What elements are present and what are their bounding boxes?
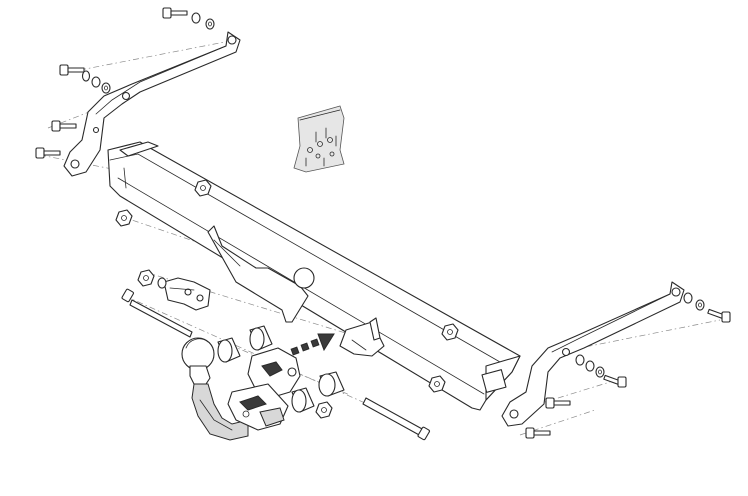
electrical-socket [227, 347, 301, 431]
bolt [545, 397, 571, 409]
socket-bracket [163, 277, 211, 311]
assembly-axis-lines [39, 39, 721, 436]
nut [137, 269, 155, 287]
right-bracket [501, 281, 685, 427]
bolt [59, 64, 85, 76]
socket-bracket [207, 225, 385, 357]
bolt [603, 374, 627, 388]
washer [683, 292, 705, 311]
tow-ball-arm [181, 337, 249, 441]
bolt [51, 120, 77, 132]
spacer-sleeve [318, 371, 345, 397]
washer [575, 354, 605, 378]
bolt [707, 308, 731, 323]
nut [428, 375, 446, 393]
bolt [525, 427, 551, 439]
nut [194, 179, 212, 197]
long-bolt [121, 288, 193, 338]
nut [115, 209, 133, 227]
nut [441, 323, 459, 341]
spacer-sleeve [217, 337, 241, 363]
washer [157, 277, 167, 289]
washer [81, 70, 111, 94]
spacer-sleeve [249, 325, 273, 351]
bolt [35, 147, 61, 159]
long-bolt [362, 397, 430, 441]
mounting-detail-inset [293, 105, 345, 173]
nut [315, 401, 333, 419]
insertion-arrow [290, 333, 335, 356]
bolt [162, 7, 188, 19]
washer [191, 12, 215, 30]
left-bracket [63, 31, 241, 177]
spacer-sleeve [291, 387, 315, 413]
